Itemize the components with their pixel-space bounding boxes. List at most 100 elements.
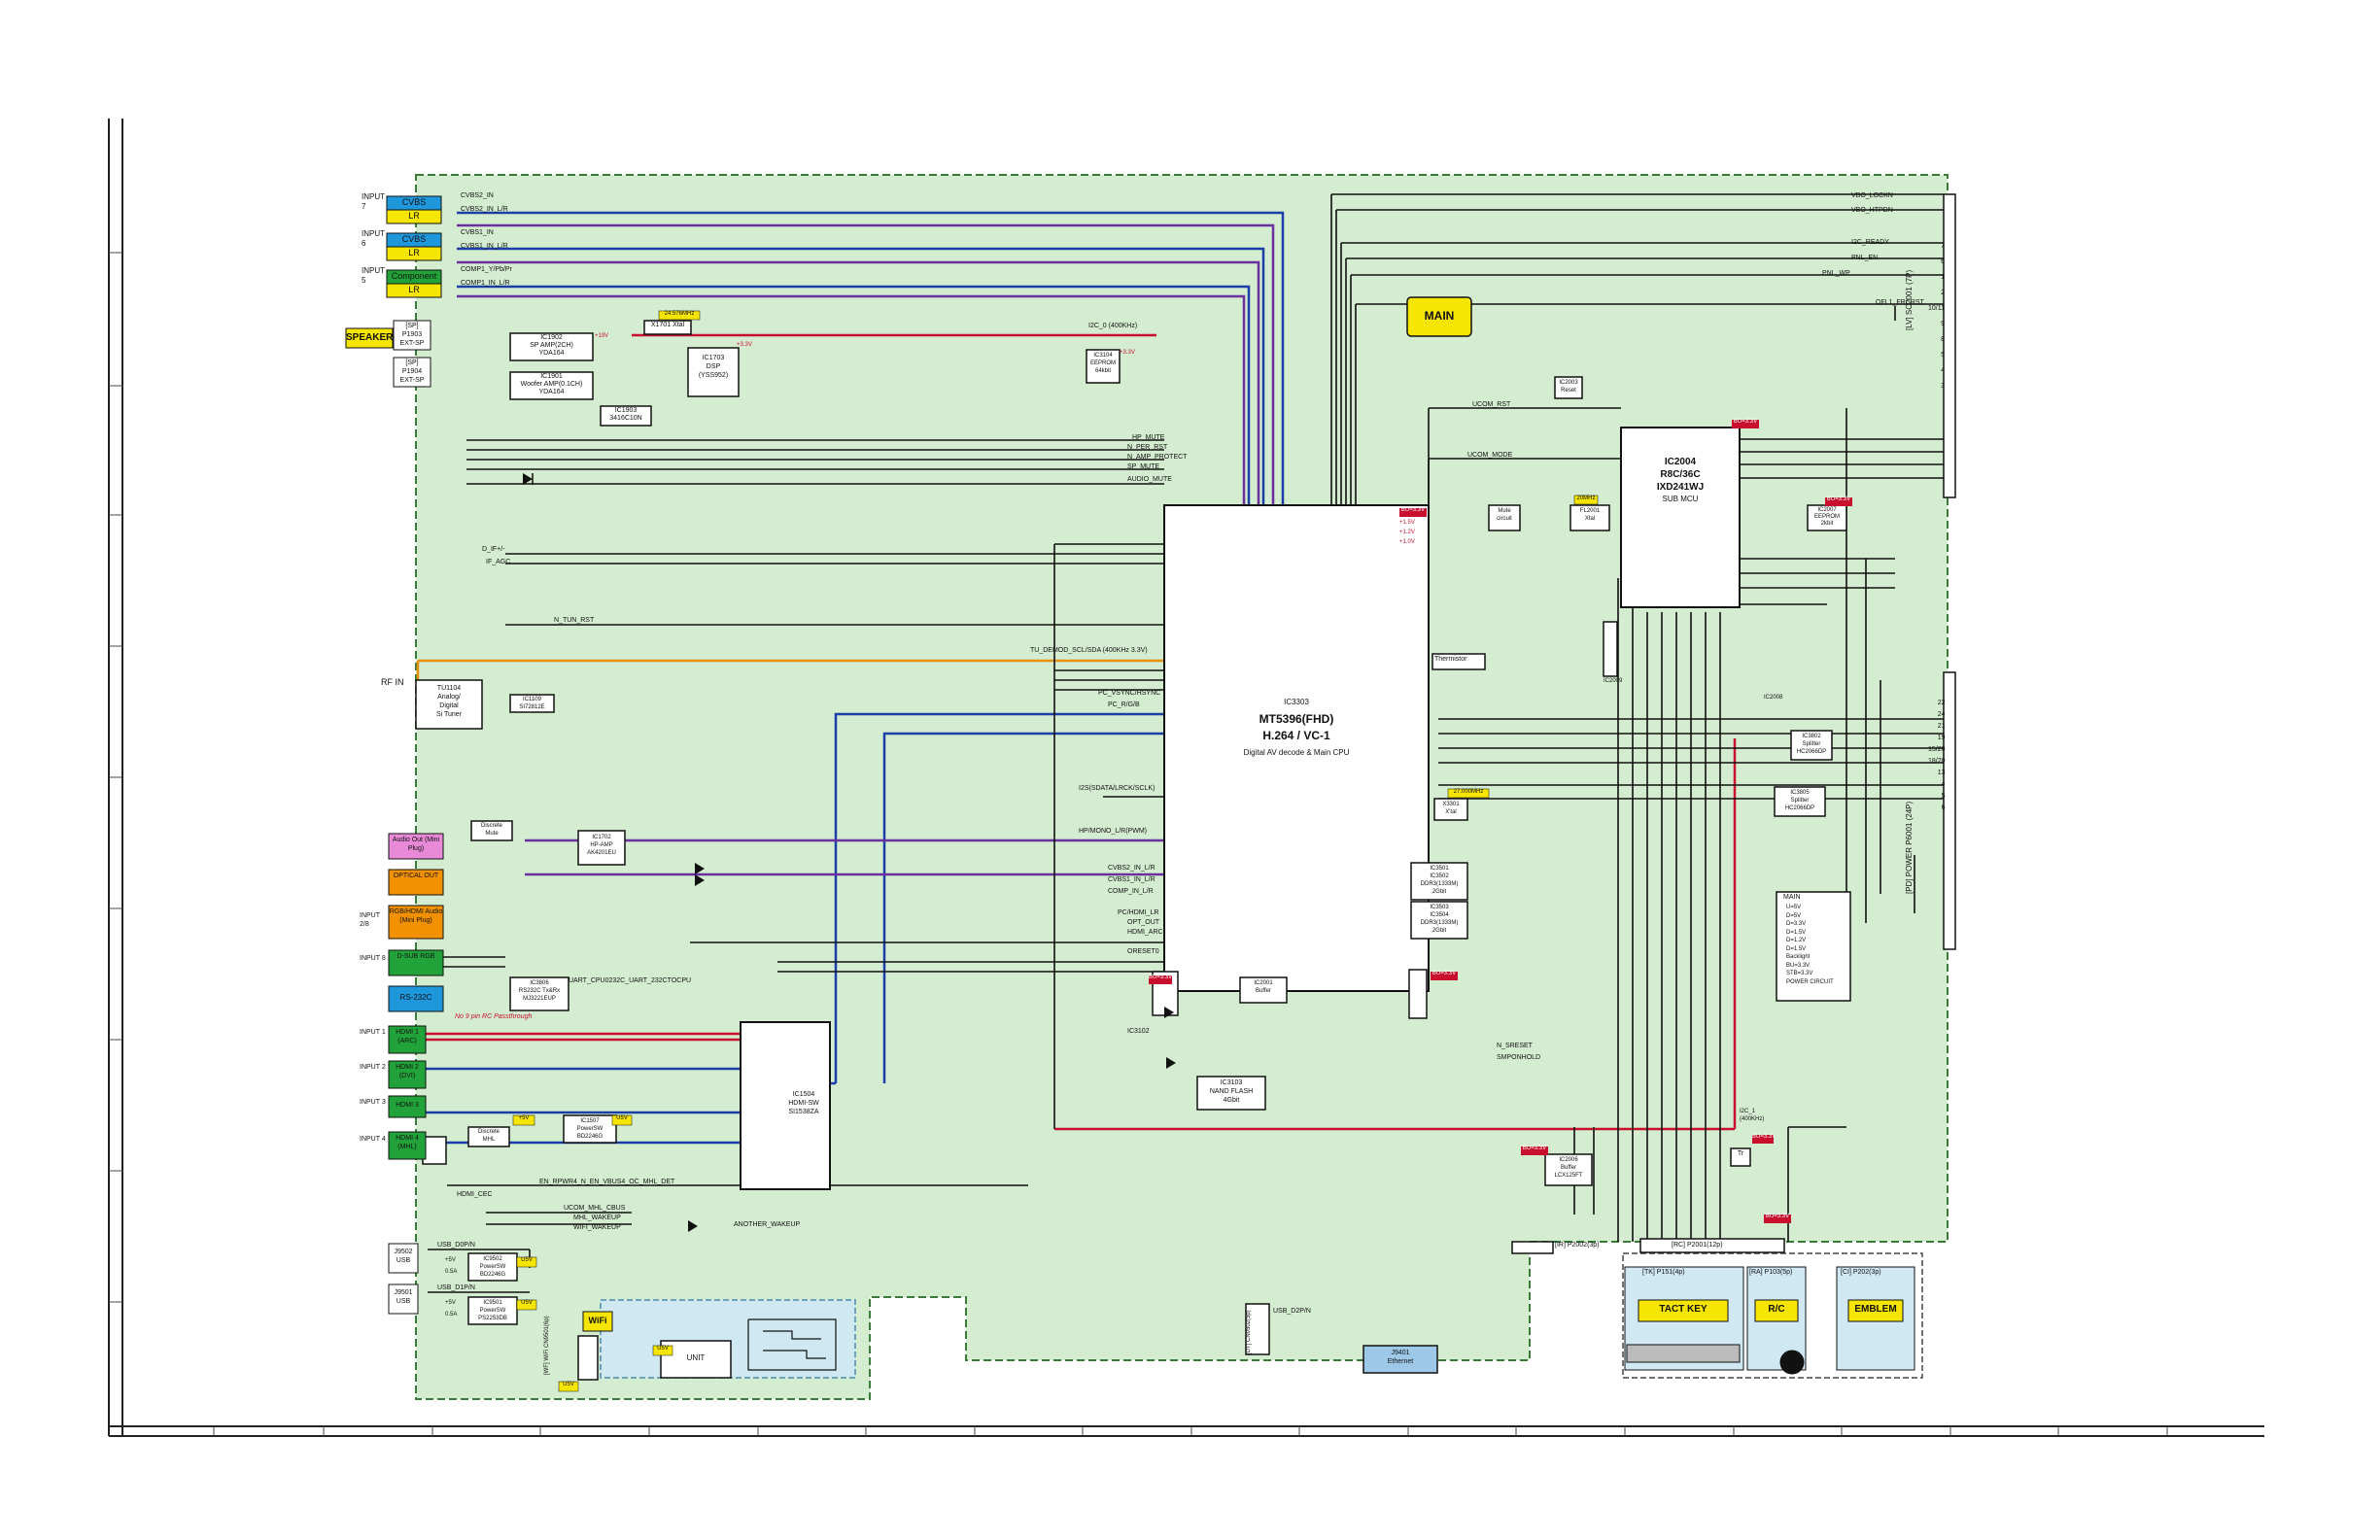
submcu-desc: SUB MCU — [1662, 495, 1699, 503]
yellow-badges — [512, 310, 1599, 1392]
ic3806-text: RS232C Tx&Rx MJ3221EUP — [518, 988, 561, 1002]
ic1702-label: IC1702 HP-AMP AK4201EU — [578, 834, 625, 857]
sig-n-amp-protect: N_AMP_PROTECT — [1127, 454, 1188, 461]
sig-cvbs1-lr: CVBS1_IN_L/R — [1108, 876, 1156, 883]
sig-pc-rgb: PC_R/G/B — [1108, 702, 1140, 708]
port-rs232c: RS-232C — [399, 993, 432, 1002]
badge-u5v-wifi: U5V — [563, 1382, 574, 1387]
ic1109-label: IC1109 SI72812E — [510, 696, 554, 711]
ic3806-id: IC3806 — [530, 980, 549, 986]
ic3103-label: IC3103 NAND FLASH 4Gbit — [1197, 1078, 1265, 1105]
main-cpu-block — [1163, 504, 1430, 992]
sig-uart: UART_CPU0232C_UART_232CTOCPU — [569, 977, 692, 984]
sig-i2c-1: I2C_1 (400KHz) — [1740, 1109, 1765, 1122]
red-wires — [418, 333, 1737, 1131]
ic1703-id: IC1703 — [702, 355, 725, 361]
board-emblem-label: EMBLEM — [1854, 1304, 1897, 1315]
badge-bu33-ddr: BU=3.3V — [1431, 971, 1457, 976]
badge-bu33-cpu: BU=3.3V — [1400, 507, 1426, 513]
sig-if-agc: IF_AGC — [486, 559, 511, 565]
sig-en-mhl: EN_RPWR4_N_EN_VBUS4_OC_MHL_DET — [539, 1179, 675, 1185]
board-rc-label: R/C — [1768, 1304, 1785, 1315]
ic2007-id: IC2007 — [1817, 507, 1837, 513]
sig-hp-mute: HP_MUTE — [1132, 434, 1165, 441]
ic3805-label: IC3805 Splitter HC2066DP — [1775, 789, 1825, 812]
input-6-cvbs: CVBS — [401, 234, 427, 244]
connector-sc2001 — [1943, 193, 1956, 498]
power-block — [1776, 891, 1851, 1002]
input-7-cvbs: CVBS — [401, 197, 427, 207]
main-label-box — [1406, 296, 1472, 337]
sig-oreset: ORESET0 — [1127, 948, 1159, 955]
port-hdmi4: HDMI 4 (MHL) — [396, 1135, 419, 1150]
port-hdmi3: HDMI 3 — [396, 1102, 419, 1109]
submcu-name: R8C/36C — [1660, 469, 1701, 480]
sig-hdmi-cec: HDMI_CEC — [457, 1191, 493, 1198]
board-tact-label: TACT KEY — [1659, 1304, 1707, 1315]
wifi-module-art — [747, 1318, 837, 1371]
input-7-lr: LR — [408, 211, 420, 221]
ic1507-text: PowerSW BD2246G — [576, 1126, 604, 1140]
power-title: MAIN — [1783, 894, 1801, 901]
sig-tu-demod: TU_DEMOD_SCL/SDA (400KHz 3.3V) — [1030, 647, 1148, 654]
x1701-id: X1701 — [650, 322, 672, 328]
sig-ofl1: OFL1_FRCRST — [1876, 299, 1924, 306]
sig-d-if: D_IF+/- — [482, 546, 505, 553]
sig-pc-hdmi: PC/HDMI_LR — [1118, 909, 1159, 916]
ic3806-label: IC3806 RS232C Tx&Rx MJ3221EUP — [510, 979, 569, 1003]
ic3502-id: IC3502 — [1430, 873, 1449, 879]
ic3802-label: IC3802 Splitter HC2066DP — [1791, 733, 1832, 756]
input-7-index: 7 — [362, 202, 366, 211]
dt-conn-label: [DT] CN9502(5p) — [1246, 1310, 1252, 1354]
sig-tr: Tr — [1737, 1150, 1744, 1157]
ic1901-label: IC1901 Woofer AMP(0.1CH) YDA164 — [510, 373, 593, 396]
bottom-sub-boards — [1622, 1252, 1923, 1379]
input-6-index: 6 — [362, 239, 366, 248]
port-hdmi2-input: INPUT 2 — [360, 1064, 386, 1071]
ic2006-text: Buffer LCX125FT — [1554, 1165, 1583, 1179]
fl2001-id: FL2001 — [1579, 508, 1601, 514]
ic3503-id: IC3503 — [1430, 905, 1449, 910]
ic1903-label: IC1903 3416C10N — [601, 407, 651, 423]
sig-hp-mono: HP/MONO_L/R(PWM) — [1079, 828, 1147, 835]
diode-marks — [523, 473, 1176, 1232]
sig-no9pin: No 9 pin RC Passthrough — [455, 1013, 533, 1020]
ic1903-text: 3416C10N — [609, 415, 642, 422]
ic3503-label: IC3503 IC3504 DDR3(1333M) 2Gbit — [1411, 904, 1467, 935]
x1701-freq: 24.576MHz — [664, 311, 695, 317]
ic3501-id: IC3501 — [1430, 866, 1449, 872]
port-rgb-hdmi-audio-input: INPUT 2/8 — [360, 912, 380, 928]
conn-sc2001-pins: 7 6 1 2 10/11 9 8 5 4 3 — [1928, 243, 1945, 390]
fl2001-freq: 20MHz — [1576, 496, 1596, 501]
ic2003-text: Reset — [1561, 388, 1576, 394]
ic1901-id: IC1901 — [540, 373, 563, 380]
ic1109-text: SI72812E — [519, 704, 545, 710]
sig-usb-d1p: USB_D1P/N — [437, 1284, 475, 1291]
badge-v33-eeprom: +3.3V — [1120, 350, 1135, 356]
ic3802-text: Splitter HC2066DP — [1796, 741, 1827, 755]
ic1901-text: Woofer AMP(0.1CH) YDA164 — [520, 381, 583, 395]
sig-vbo-lockn: VBO_LOCKN — [1851, 192, 1893, 199]
sig-ucom-mhl: UCOM_MHL_CBUS — [564, 1205, 626, 1212]
ic3501-label: IC3501 IC3502 DDR3(1333M) 2Gbit — [1411, 865, 1467, 896]
sig-ic3102: IC3102 — [1127, 1028, 1150, 1035]
usb1-sw: IC9502 PowerSW BD2246G — [479, 1256, 506, 1278]
board-emblem-conn: [CI] P202(3p) — [1841, 1269, 1881, 1276]
cpu-name: MT5396(FHD) — [1259, 712, 1334, 726]
sig-another: ANOTHER_WAKEUP — [734, 1221, 801, 1228]
ic1702-text: HP-AMP AK4201EU — [587, 842, 616, 856]
fl2001-text: Xtal — [1584, 516, 1596, 522]
main-label: MAIN — [1424, 309, 1455, 323]
sig-cvbs1lr: CVBS1_IN_L/R — [461, 243, 508, 250]
connector-p6001 — [1943, 671, 1956, 950]
cpu-sub: H.264 / VC-1 — [1262, 729, 1330, 742]
sig-complr: COMP1_IN_L/R — [461, 280, 510, 287]
badge-v5-usb1: +5V — [445, 1257, 456, 1263]
board-rc-conn: [RA] P103(5p) — [1749, 1269, 1793, 1276]
rf-in-label: RF IN — [381, 677, 404, 687]
sig-audio-mute: AUDIO_MUTE — [1127, 476, 1172, 483]
blue-wires — [418, 211, 1285, 1145]
sig-i2s: I2S(SDATA/LRCK/SCLK) — [1079, 785, 1156, 792]
ic3504-id: IC3504 — [1430, 912, 1449, 918]
